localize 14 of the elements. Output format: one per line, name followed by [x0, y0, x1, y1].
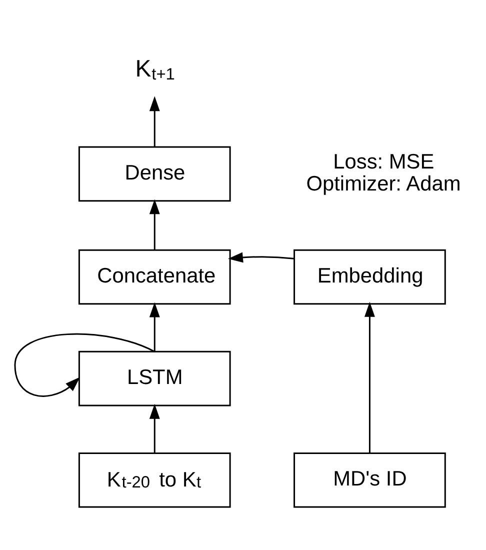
- node-box: Concatenate: [78, 248, 230, 304]
- arrow: [148, 302, 160, 351]
- node-box: MD's ID: [293, 452, 446, 508]
- node-box: Kt-20 to Kt: [78, 452, 230, 508]
- label: Loss: MSE: [332, 150, 434, 173]
- node-box: Dense: [78, 146, 230, 202]
- arrow: [148, 96, 160, 146]
- node-box: Embedding: [293, 248, 446, 304]
- arrow: [148, 198, 160, 250]
- label: Optimizer: Adam: [306, 172, 460, 196]
- arrow: [364, 301, 374, 452]
- arrow: [227, 252, 294, 262]
- arrow: [148, 403, 160, 452]
- node-box: LSTM: [78, 350, 230, 406]
